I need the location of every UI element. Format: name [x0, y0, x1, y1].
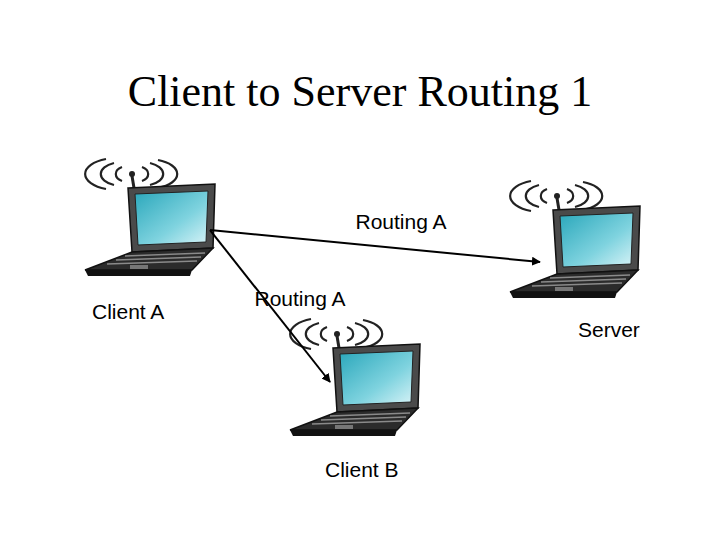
node-label: Server: [578, 318, 640, 342]
client-laptop: [290, 319, 420, 436]
client-laptop: [85, 159, 215, 276]
server-laptop: [510, 181, 640, 298]
node-label: Client A: [92, 300, 164, 324]
edge-label: Routing A: [255, 287, 346, 311]
laptop-node: Client A: [85, 160, 210, 275]
edge-label: Routing A: [356, 210, 447, 234]
node-label: Client B: [325, 458, 399, 482]
routing-arrow: [210, 230, 540, 262]
laptop-node: Server: [540, 185, 640, 295]
diagram-title: Client to Server Routing 1: [0, 66, 720, 117]
laptop-node: Client B: [290, 382, 420, 427]
